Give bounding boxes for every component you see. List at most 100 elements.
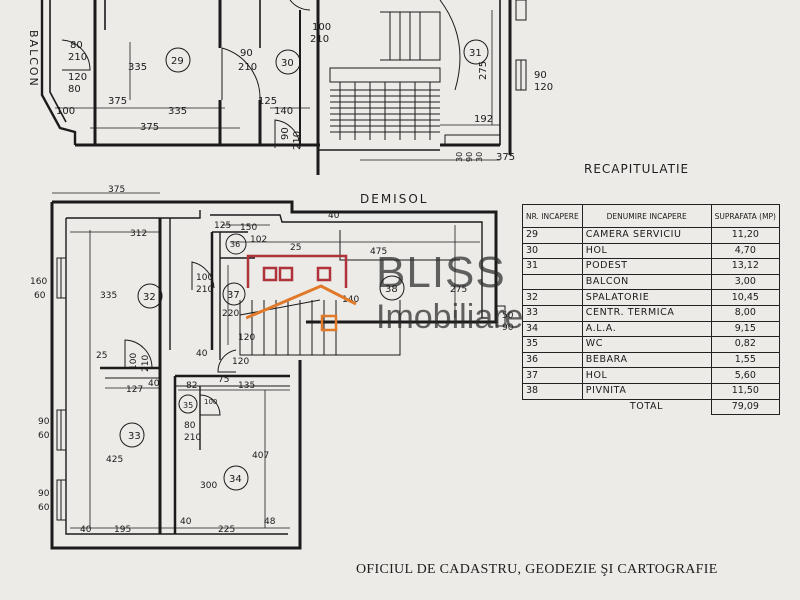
room-name: HOL [581, 367, 712, 384]
room-number: 35 [183, 401, 193, 410]
room-name: BALCON [581, 273, 712, 291]
total-label: TOTAL [629, 401, 663, 413]
demisol-title: DEMISOL [360, 192, 429, 206]
dim: 60 [38, 503, 50, 513]
dim: 90 [240, 48, 253, 59]
dim: 102 [250, 235, 267, 245]
dim: 75 [218, 375, 229, 385]
dim: 160 [30, 277, 47, 287]
room-nr: 36 [522, 351, 583, 369]
dim: 120 [534, 82, 553, 93]
room-name: CENTR. TERMICA [581, 304, 712, 322]
room-area: 13,12 [710, 258, 781, 275]
room-number: 37 [227, 290, 240, 301]
dim: 90 [502, 323, 514, 333]
dim: 90 [534, 70, 547, 81]
dim: 140 [274, 106, 293, 117]
room-number: 30 [281, 58, 294, 69]
room-number: 34 [229, 474, 242, 485]
col-area-header: SUPRAFATA (MP) [710, 204, 781, 228]
dim: 210 [196, 285, 213, 295]
dim: 100 [129, 353, 139, 370]
room-name: SPALATORIE [581, 289, 712, 306]
room-name: WC [581, 336, 712, 353]
room-area: 9,15 [710, 320, 781, 338]
room-name: CAMERA SERVICIU [581, 227, 712, 244]
house-logo-icon [246, 254, 357, 332]
room-area: 11,50 [710, 382, 781, 400]
dim: 30 [455, 152, 464, 162]
dim: 210 [68, 52, 87, 63]
dim: 375 [496, 152, 515, 163]
dim: 335 [100, 291, 117, 301]
room-name: PIVNITA [581, 382, 712, 400]
dim: 275 [450, 285, 467, 295]
total-row: TOTAL 79,09 [523, 398, 781, 416]
dim: 120 [232, 357, 249, 367]
recap-table: NR. INCAPERE DENUMIRE INCAPERE SUPRAFATA… [522, 204, 781, 416]
upper-floor-labels: BALCON 80 210 120 80 335 100 375 375 335… [27, 22, 553, 163]
room-name: A.L.A. [581, 320, 712, 338]
dim: 210 [184, 433, 201, 443]
watermark-brand: BLISS [376, 248, 506, 297]
dim: 40 [328, 211, 340, 221]
room-area: 11,20 [710, 227, 781, 244]
dim: 127 [126, 385, 143, 395]
dim: 220 [222, 309, 239, 319]
dim: 80 [184, 421, 196, 431]
dim: 375 [140, 122, 159, 133]
dim: 25 [96, 351, 107, 361]
dim: 82 [186, 381, 197, 391]
dim: 210 [292, 131, 303, 150]
room-number: 38 [385, 284, 398, 295]
dim: 135 [238, 381, 255, 391]
dim: 100 [204, 398, 217, 406]
room-area: 3,00 [710, 273, 781, 291]
dim: 195 [114, 525, 131, 535]
room-name: BEBARA [581, 351, 712, 369]
dim: 210 [141, 355, 151, 372]
balcon-label: BALCON [27, 30, 40, 88]
room-nr: 37 [522, 367, 583, 384]
dim: 375 [108, 96, 127, 107]
demisol-plan [50, 192, 506, 550]
dim: 90 [38, 489, 50, 499]
dim: 40 [80, 525, 92, 535]
dim: 407 [252, 451, 269, 461]
dim: 335 [168, 106, 187, 117]
dim: 210 [310, 34, 329, 45]
dim: 125 [258, 96, 277, 107]
room-area: 5,60 [710, 367, 781, 384]
dim: 120 [68, 72, 87, 83]
dim: 312 [130, 229, 147, 239]
upper-floor-plan [40, 0, 527, 175]
room-nr: 29 [522, 227, 583, 244]
dim: 25 [290, 243, 301, 253]
dim: 40 [180, 517, 192, 527]
recap-title: RECAPITULATIE [584, 162, 690, 176]
dim: 300 [200, 481, 217, 491]
dim: 40 [196, 349, 208, 359]
dim: 375 [108, 185, 125, 195]
total-spacer [523, 399, 583, 415]
dim: 275 [478, 61, 489, 80]
dim: 475 [370, 247, 387, 257]
dim: 80 [68, 84, 81, 95]
room-area: 0,82 [710, 336, 781, 353]
dim: 90 [280, 127, 291, 140]
demisol-labels: 375 312 160 60 335 25 127 40 100 210 425… [30, 185, 514, 535]
room-name: HOL [581, 242, 712, 260]
watermark-subtitle: Imobiliare [376, 298, 524, 336]
dim: 335 [128, 62, 147, 73]
dim: 30 [475, 152, 484, 162]
room-number: 36 [230, 240, 240, 249]
dim: 120 [238, 333, 255, 343]
dim: 125 [214, 221, 231, 231]
col-name-header: DENUMIRE INCAPERE [581, 204, 712, 228]
room-area: 10,45 [710, 289, 781, 306]
room-number: 31 [469, 48, 482, 59]
